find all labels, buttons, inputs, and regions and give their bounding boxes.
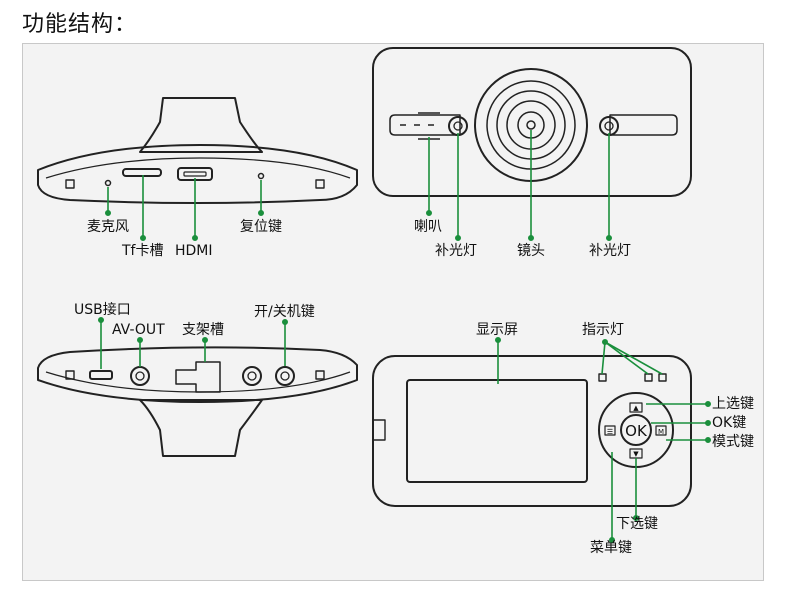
label-usb: USB接口 [74, 302, 131, 318]
label-lens: 镜头 [517, 243, 545, 259]
fill-light-right-shape [599, 116, 619, 136]
mount-stub-top [139, 97, 263, 153]
av-out-port-shape [130, 366, 150, 386]
label-av-out: AV-OUT [112, 322, 165, 338]
ok-button-text: OK [625, 422, 648, 440]
indicator-led-1 [598, 373, 607, 382]
label-down-key: 下选键 [616, 516, 658, 532]
device-body-bottom [37, 346, 358, 403]
screen-shape [406, 379, 588, 483]
label-ok-key: OK键 [712, 415, 747, 431]
usb-port-shape [89, 370, 113, 380]
label-screen: 显示屏 [476, 322, 518, 338]
mount-slot-shape [175, 361, 221, 393]
diagram-panel [22, 43, 764, 581]
label-fill-light-left: 补光灯 [435, 243, 477, 259]
page-title: 功能结构： [22, 12, 138, 37]
ok-button-shape [620, 414, 652, 446]
reset-hole-shape [257, 172, 265, 180]
label-reset: 复位键 [240, 219, 282, 235]
label-fill-light-right: 补光灯 [589, 243, 631, 259]
label-mode-key: 模式键 [712, 434, 754, 450]
fill-light-left-shape [448, 116, 468, 136]
device-back-body [372, 355, 692, 507]
down-button-glyph: ▼ [633, 450, 639, 458]
mode-button-text: M [658, 428, 664, 436]
label-mount-slot: 支架槽 [182, 322, 224, 338]
label-indicator: 指示灯 [582, 322, 624, 338]
label-up-key: 上选键 [712, 396, 754, 412]
menu-button-glyph: ☰ [607, 428, 613, 436]
label-hdmi: HDMI [175, 243, 213, 259]
power-key-shape-a [242, 366, 262, 386]
device-body-top [37, 144, 358, 204]
label-tf-slot: Tf卡槽 [122, 243, 164, 259]
label-power-key: 开/关机键 [254, 304, 315, 320]
mic-hole-shape [104, 179, 112, 187]
device-front-body [372, 47, 692, 197]
tf-slot-shape [122, 168, 162, 177]
up-button-glyph: ▲ [633, 404, 639, 412]
label-menu-key: 菜单键 [590, 540, 632, 556]
mount-stub-bottom [139, 399, 263, 457]
power-key-shape-b [275, 366, 295, 386]
indicator-led-3 [658, 373, 667, 382]
indicator-led-2 [644, 373, 653, 382]
label-speaker: 喇叭 [414, 219, 442, 235]
label-mic: 麦克风 [87, 219, 129, 235]
